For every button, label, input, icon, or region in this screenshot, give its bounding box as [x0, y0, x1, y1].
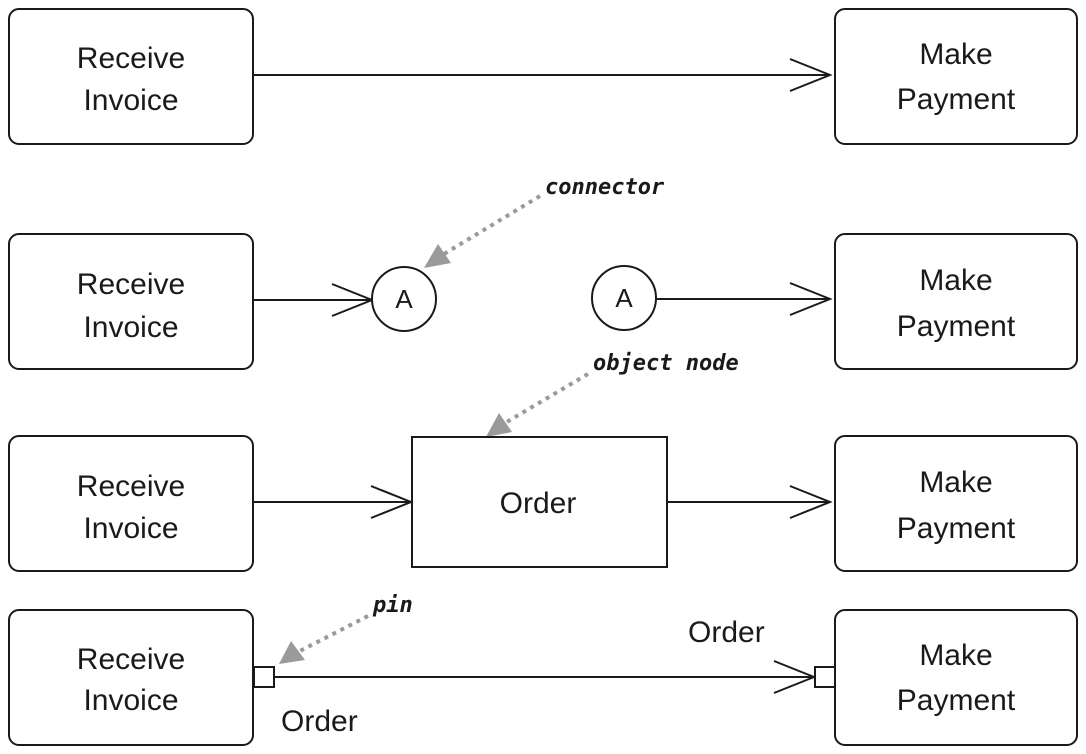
output-pin-label: Order [281, 705, 358, 738]
connector-in-letter: A [395, 284, 413, 314]
action-receive-invoice-line2: Invoice [83, 684, 178, 717]
action-receive-invoice-line2: Invoice [83, 512, 178, 545]
annotation-object-node-label: object node [593, 351, 739, 376]
action-receive-invoice[interactable] [8, 435, 254, 572]
action-make-payment-line1: Make [919, 264, 992, 297]
action-receive-invoice-line1: Receive [77, 643, 185, 676]
action-make-payment[interactable] [834, 435, 1078, 572]
annotation-pin-label: pin [372, 593, 413, 618]
action-receive-invoice-line2: Invoice [83, 311, 178, 344]
action-receive-invoice-line1: Receive [77, 42, 185, 75]
action-make-payment-line2: Payment [897, 512, 1016, 545]
edge-from-connector-arrowhead [789, 282, 833, 316]
annotation-pin: pin [279, 593, 413, 664]
action-make-payment[interactable] [834, 233, 1078, 370]
annotation-object-node: object node [486, 351, 739, 437]
action-make-payment[interactable] [834, 8, 1078, 145]
object-node-order-label: Order [500, 487, 577, 520]
action-make-payment-line2: Payment [897, 684, 1016, 717]
output-pin[interactable] [253, 666, 275, 688]
annotation-object-node-pointer [503, 372, 590, 425]
annotation-pin-arrowhead [279, 641, 305, 664]
row-pin-flow: Receive Invoice Order Order Make Payment [8, 609, 1078, 746]
annotation-connector-arrowhead [424, 244, 451, 268]
row-direct-flow: Receive Invoice Make Payment [8, 8, 1078, 145]
action-receive-invoice[interactable] [8, 233, 254, 370]
input-pin-label: Order [688, 616, 765, 649]
control-flow-arrowhead [789, 58, 833, 92]
annotation-connector-label: connector [545, 175, 665, 200]
annotation-connector-pointer [442, 194, 542, 256]
annotation-connector: connector [424, 175, 665, 268]
action-receive-invoice-line1: Receive [77, 470, 185, 503]
connector-in[interactable] [371, 266, 437, 332]
connector-out-letter: A [615, 283, 633, 313]
action-make-payment-line2: Payment [897, 310, 1016, 343]
edge-from-object-node-arrowhead [789, 485, 833, 519]
action-make-payment-line1: Make [919, 38, 992, 71]
input-pin[interactable] [814, 666, 836, 688]
action-make-payment[interactable] [834, 609, 1078, 746]
action-make-payment-line1: Make [919, 466, 992, 499]
action-receive-invoice-line1: Receive [77, 268, 185, 301]
action-make-payment-line1: Make [919, 639, 992, 672]
action-make-payment-line2: Payment [897, 83, 1016, 116]
row-object-node-flow: Receive Invoice Order Make Payment [8, 435, 1078, 572]
annotation-pin-pointer [297, 614, 369, 654]
action-receive-invoice[interactable] [8, 8, 254, 145]
annotation-object-node-arrowhead [486, 413, 512, 437]
action-receive-invoice-line2: Invoice [83, 84, 178, 117]
row-connector-flow: Receive Invoice A A Make Payment [8, 233, 1078, 370]
action-receive-invoice[interactable] [8, 609, 254, 746]
